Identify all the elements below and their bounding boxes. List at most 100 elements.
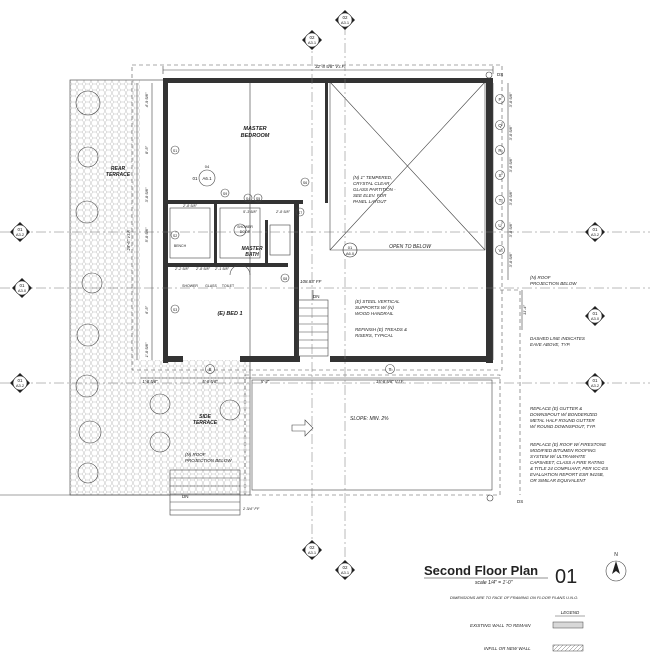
rear-terrace-paving <box>69 79 251 496</box>
dim-left-3: 3'-8 5/8" <box>144 187 149 202</box>
glass-note-line-5: PANEL LAYOUT <box>353 199 388 204</box>
roof-proj-right-2: PROJECTION BELOW <box>530 281 577 286</box>
dn-label-2: DN <box>182 494 189 499</box>
section-marker-bottom-num: 02 <box>342 565 348 570</box>
section-marker-right-2-num: 01 <box>592 311 598 316</box>
section-marker-left-1: 01 A3.2 <box>10 222 30 242</box>
legend-item-existing: EXISTING WALL TO REMAIN <box>470 623 531 628</box>
roof-note-3: SYSTEM W/ ULTRAWHITE <box>530 454 586 459</box>
grid-bubble-bottom-s: S <box>208 367 211 372</box>
dim-left-5: 6'-5" <box>144 305 149 314</box>
section-marker-right-3: 01 A3.2 <box>585 373 605 393</box>
lower-stair <box>0 469 241 516</box>
interior-bubble-5: S5 <box>256 197 260 201</box>
grid-bubble-v: V <box>498 248 501 253</box>
refinish-note-1: REFINISH (E) TREADS & <box>355 327 407 332</box>
interior-bubble-4: S4 <box>246 197 250 201</box>
section-marker-left-1-num: 01 <box>17 227 23 232</box>
dim-left-6: 1'-8 5/8" <box>144 342 149 357</box>
dim-left-4: 5'-8 5/8" <box>144 227 149 242</box>
terrace-planters <box>75 90 241 484</box>
gutter-note-3: METAL HALF ROUND GUTTER <box>530 418 596 423</box>
dashed-note-1: DASHED LINE INDICATES <box>530 336 585 341</box>
room-master-bath-2: BATH <box>245 252 259 258</box>
elevation-tag: 108.83' FF <box>300 279 322 284</box>
grid-bubble-q: Q <box>498 123 502 128</box>
section-marker-right-3-sheet: A3.2 <box>591 383 600 388</box>
section-marker-left-3-num: 01 <box>17 378 23 383</box>
detail-tag: 01 A6.1 04 <box>192 164 216 187</box>
dim-bath-5: 2'-8 5/8" <box>195 267 211 271</box>
dim-bath-2: 5'-3 5/8" <box>243 210 258 214</box>
detail-tag-num: 01 <box>192 176 198 181</box>
steel-note-2: SUPPORTS W/ (N) <box>355 305 394 310</box>
grid-bubble-bottom-t: T <box>389 367 392 372</box>
dim-right-6: 3'-8 5/8" <box>508 252 513 267</box>
open-to-below-label: OPEN TO BELOW <box>389 244 432 250</box>
section-marker-top-left: 02 A3.1 <box>302 30 322 50</box>
section-marker-top: 02 A3.1 <box>335 10 355 30</box>
section-marker-right-1-num: 01 <box>592 227 598 232</box>
ds-label-1: DS <box>497 72 503 77</box>
section-marker-bottom-left: 02 A3.1 <box>302 540 322 560</box>
interior-bubble-9: S9 <box>223 192 227 196</box>
dim-bath-4: 2'-2 5/8" <box>174 267 190 271</box>
eave-line <box>131 64 503 371</box>
dim-right-overall: 11'-4" <box>522 304 527 314</box>
dim-right-2: 3'-8 5/8" <box>508 125 513 140</box>
steel-note-1: (E) STEEL VERTICAL <box>355 299 400 304</box>
section-marker-left-3-sheet: A3.2 <box>16 383 25 388</box>
section-lines <box>0 231 650 384</box>
section-marker-left-1-sheet: A3.2 <box>16 232 25 237</box>
gutter-note-2: DOWNSPOUT W/ BONDERIZED <box>530 412 598 417</box>
roof-below <box>244 289 521 496</box>
steel-note-3: WOOD HANDRAIL <box>355 311 394 316</box>
sheet-number: 01 <box>555 566 577 588</box>
roof-note-5: & TITLE 24 COMPLIANT, PER ICC-ES <box>530 466 608 471</box>
dim-left-2: 8'-5" <box>144 145 149 154</box>
glass-note-line-2: CRYSTAL CLEAR <box>353 181 390 186</box>
section-marker-right-1-sheet: A3.2 <box>591 232 600 237</box>
section-marker-right-2-sheet: A3.0 <box>591 316 600 321</box>
section-marker-top-num: 02 <box>342 15 348 20</box>
dim-top: 32'-8 5/8" V.I.F. <box>315 64 345 69</box>
roof-proj-left-2: PROJECTION BELOW <box>185 458 232 463</box>
detail-tag-sheet: A6.1 <box>202 176 212 181</box>
dim-bottom-right: 15'-8 5/8" V.I.F. <box>376 379 404 384</box>
shower-door-label-1: SHOWER <box>237 225 253 229</box>
interior-bubble-6: S6 <box>303 181 307 185</box>
interior-bubbles: S1 S2 S3 S4 S5 S6 S7 S8 S9 <box>170 145 310 314</box>
dimension-note: DIMENSIONS ARE TO FACE OF FRAMING ON FLO… <box>450 595 578 600</box>
section-marker-top-left-num: 02 <box>309 35 315 40</box>
glass-note-line-4: SEE ELEV. FOR <box>353 193 387 198</box>
room-bed1: (E) BED 1 <box>217 311 242 317</box>
roof-note-2: MODIFIED BITUMEN ROOFING <box>530 448 596 453</box>
section-marker-top-sheet: A3.1 <box>341 20 350 25</box>
room-rear-terrace-2: TERRACE <box>106 172 131 178</box>
dim-left-overall: 29'-6" V.I.F. <box>126 230 131 252</box>
e-wall-label: 2 3/4" FF <box>242 506 260 511</box>
toilet-label: TOILET <box>222 284 235 288</box>
plan-scale: scale 1/4" = 1'-0" <box>475 580 513 586</box>
roof-note-4: CAPSHEET, CLASS A FIRE RATING <box>530 460 605 465</box>
gutter-note-1: REPLACE (E) GUTTER & <box>530 406 582 411</box>
interior-bubble-7: S7 <box>298 211 302 215</box>
dim-bottom-mid2: 5'-4" <box>261 379 270 384</box>
roof-note-7: OR SIMILAR EQUIVALENT <box>530 478 587 483</box>
slope-note: SLOPE: MIN. 2% <box>350 416 389 422</box>
section-marker-right-2: 01 A3.0 <box>585 306 605 326</box>
north-label: N <box>614 552 618 558</box>
glass-label: GLASS <box>205 284 217 288</box>
grid-bubble-t: T <box>499 198 502 203</box>
vertical-section-lines <box>311 25 346 560</box>
dim-right-1: 3'-8 5/8" <box>508 92 513 107</box>
dimensions: 32'-8 5/8" V.I.F. 1'-8 5/8" 5'-8 5/8" 5'… <box>126 64 527 384</box>
grid-bubble-u: U <box>498 223 501 228</box>
glass-note: (N) 1" TEMPERED, CRYSTAL CLEAR GLASS PAR… <box>353 175 396 204</box>
downspouts <box>485 71 494 502</box>
right-grid-bubbles: P Q R S T U V S T <box>205 94 505 374</box>
shower-label: SHOWER <box>182 284 198 288</box>
section-marker-bottom-left-num: 02 <box>309 545 315 550</box>
section-marker-interior-num: 01 <box>348 245 353 250</box>
dim-bath-3: 2'-8 5/8" <box>275 210 291 214</box>
